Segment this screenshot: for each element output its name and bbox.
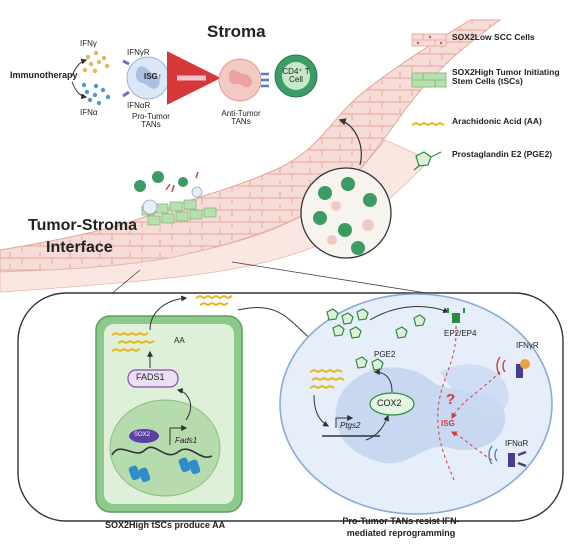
anti-tumor-tans-label: Anti-Tumor TANs [221, 109, 261, 127]
aa-label: AA [174, 336, 185, 345]
legend-aa-icon [411, 121, 445, 127]
interface-title-1: Tumor-Stroma [28, 217, 138, 234]
pge2-cluster [326, 308, 426, 371]
pge2-export-arrow [369, 306, 450, 321]
interface-title-2: Interface [46, 239, 113, 256]
question-mark: ? [446, 391, 456, 408]
immunotherapy-label: Immunotherapy [10, 70, 78, 80]
right-caption-1: Pro-Tumor TANs resist IFN- [342, 516, 460, 526]
isg-top-label: ISG↑ [144, 72, 162, 81]
ifnar-signal-dashed [450, 431, 493, 461]
tan-cell [279, 293, 553, 515]
ifnar-top-label: IFNαR [127, 101, 151, 110]
zoom-circle [300, 167, 392, 259]
legend-scc-icon [411, 33, 447, 47]
pro-tumor-tan-cell [122, 56, 170, 100]
ifng-label: IFNγ [80, 39, 97, 48]
ifngr-label: IFNγR [516, 341, 539, 350]
interface-neutrophils [134, 171, 203, 215]
immunotherapy-arrow-up [71, 58, 88, 77]
cd4-label: CD4⁺ T Cell [282, 67, 310, 85]
legend-tsc-text: SOX2High Tumor Initiating Stem Cells (tS… [452, 67, 560, 87]
aa-chains-outside [195, 294, 233, 307]
aa-chains-right [309, 368, 345, 390]
cox2-to-pge2-arrow [373, 369, 393, 393]
ptgs2-to-cox2-arrow [365, 414, 390, 441]
stroma-title: Stroma [207, 22, 266, 41]
aa-to-ptgs2-arrow [313, 394, 330, 427]
left-caption: SOX2High tSCs produce AA [105, 520, 226, 530]
ep-receptor [447, 308, 465, 323]
fads1-gene-arrow [169, 425, 188, 445]
sox2-label: SOX2 [134, 432, 151, 438]
ifna-label: IFNα [80, 108, 98, 117]
cox2-label: COX2 [377, 398, 402, 408]
legend-pge2-text: Prostaglandin E2 (PGE2) [452, 149, 553, 159]
cd4-t-cell [274, 54, 318, 98]
ifn-dots [81, 50, 111, 106]
isg-label: ISG [441, 419, 455, 428]
fads1-gene-label: Fads1 [175, 436, 198, 445]
legend-tsc-icon [411, 72, 447, 88]
zoom-pointer [338, 118, 362, 166]
aa-export-arrow [149, 295, 188, 331]
legend-pge2-icon [413, 151, 442, 171]
ep-signal-dashed [437, 325, 457, 481]
ptgs2-gene-arrow [335, 415, 354, 428]
ifnar-label: IFNαR [505, 439, 529, 448]
ptgs2-gene-label: Ptgs2 [340, 421, 361, 430]
ifngr-top-label: IFNγR [127, 48, 150, 57]
tsc-cell [95, 315, 243, 513]
fads1-box [127, 369, 179, 388]
aa-chains-left [111, 331, 155, 353]
anti-tumor-tan-cell [218, 58, 269, 102]
right-caption-2: mediated reprogramming [346, 528, 456, 538]
legend-aa-text: Arachidonic Acid (AA) [452, 116, 542, 126]
cox2-oval [369, 392, 415, 416]
ifnar-receptor [488, 445, 527, 468]
pge2-label: PGE2 [374, 350, 396, 359]
aa-transfer-arrow [237, 307, 313, 341]
pro-tumor-tans-label: Pro-Tumor TANs [132, 112, 170, 130]
legend-scc-text: SOX2Low SCC Cells [452, 32, 535, 42]
ep-label: EP2/EP4 [444, 329, 477, 338]
immunotherapy-arrow-down [71, 81, 88, 100]
fads1-label: FADS1 [136, 372, 165, 382]
gene-to-fads1-arrow [176, 388, 191, 421]
ifngr-signal-dashed [451, 371, 501, 420]
ifngr-receptor [496, 356, 530, 378]
